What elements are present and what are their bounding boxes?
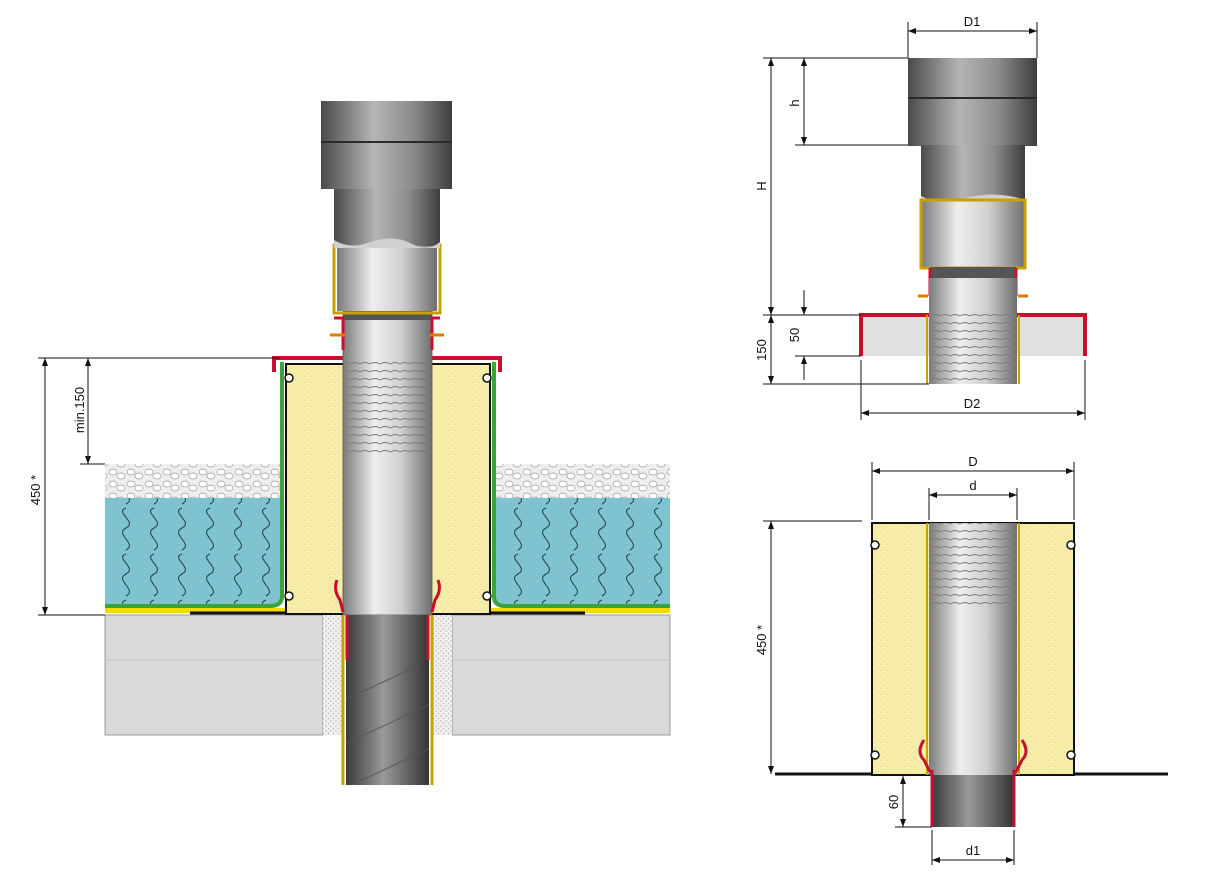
- label-min150: min.150: [72, 387, 87, 433]
- label-D1: D1: [964, 14, 981, 29]
- label-50: 50: [787, 328, 802, 342]
- concrete-slab-right: [451, 614, 671, 736]
- xps-insulation-right: [496, 498, 670, 604]
- concrete-slab-left: [104, 614, 324, 736]
- label-D2: D2: [964, 396, 981, 411]
- dimension-D2: D2: [860, 360, 1086, 420]
- inner-pipe: [342, 309, 433, 616]
- xps-insulation-left: [105, 498, 280, 604]
- body-detail: D d 450 * 60 d1: [754, 454, 1168, 865]
- label-D: D: [968, 454, 977, 469]
- label-H: H: [754, 181, 769, 190]
- dimension-H: H: [754, 57, 861, 316]
- label-150-top: 150: [754, 339, 769, 361]
- dimension-D: D: [871, 454, 1075, 520]
- dimension-60: 60: [886, 776, 932, 828]
- dimension-h: h: [787, 57, 908, 146]
- dimension-d: d: [928, 478, 1018, 520]
- label-h: h: [787, 99, 802, 106]
- dimension-D1: D1: [907, 14, 1038, 58]
- corrugated-section: [343, 362, 432, 454]
- mortar-fill-right: [432, 615, 452, 735]
- label-d: d: [969, 478, 976, 493]
- dimension-min150: min.150: [72, 358, 105, 465]
- label-450-main: 450 *: [28, 475, 43, 505]
- ventilation-cowl-cap: [321, 101, 452, 189]
- main-assembly: 450 * min.150: [28, 101, 671, 785]
- gravel-layer-left: [105, 464, 280, 498]
- ventilation-cowl-neck: [334, 188, 440, 246]
- label-450-detail: 450 *: [754, 625, 769, 655]
- dimension-150-top: 150: [754, 315, 929, 385]
- dimension-450-detail: 450 *: [754, 520, 862, 774]
- membrane-right: [492, 362, 670, 608]
- cowl-detail: D1 h H 150 50: [754, 14, 1087, 420]
- membrane-left: [105, 362, 284, 608]
- dimension-450-main: 450 *: [28, 357, 280, 616]
- dimension-d1: d1: [931, 830, 1015, 865]
- mortar-fill-left: [323, 615, 343, 735]
- label-d1: d1: [966, 843, 980, 858]
- label-60: 60: [886, 795, 901, 809]
- dimension-50: 50: [787, 290, 861, 380]
- gravel-layer-right: [496, 464, 670, 498]
